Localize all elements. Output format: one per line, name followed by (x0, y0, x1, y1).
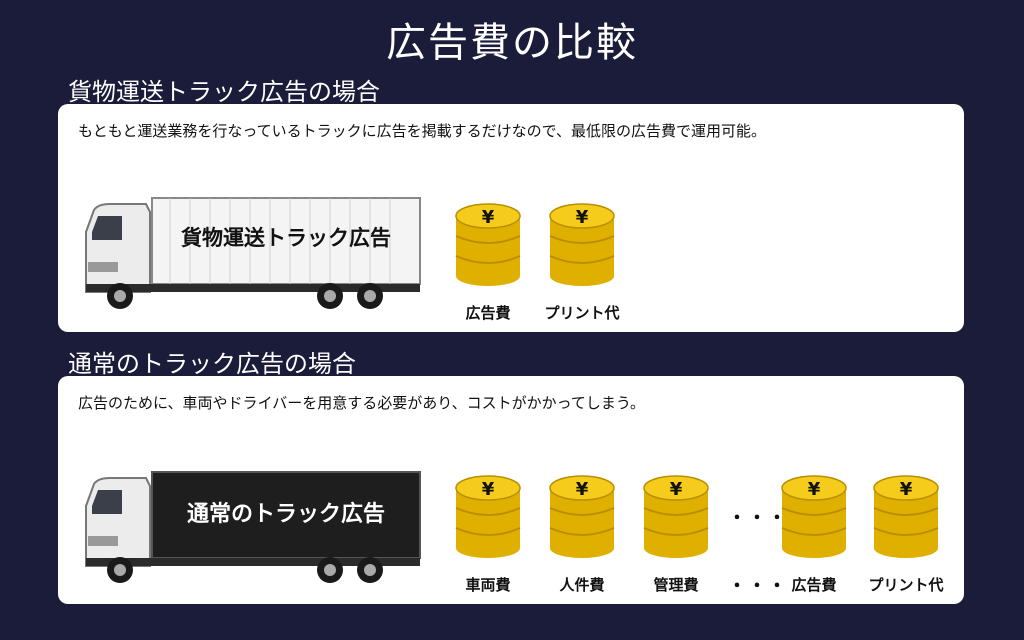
panel-description: 広告のために、車両やドライバーを用意する必要があり、コストがかかってしまう。 (78, 394, 646, 412)
section-heading-normal: 通常のトラック広告の場合 (68, 350, 356, 378)
cost-label: 管理費 (653, 576, 699, 594)
svg-text:¥: ¥ (576, 479, 589, 500)
section-heading-freight: 貨物運送トラック広告の場合 (68, 78, 380, 106)
svg-text:¥: ¥ (808, 479, 821, 500)
svg-text:¥: ¥ (576, 207, 589, 228)
yen-coin-stack-icon: ¥ (455, 475, 521, 558)
white-truck-image (85, 197, 421, 309)
yen-coin-stack-icon: ¥ (455, 203, 521, 286)
black-truck-image (85, 471, 421, 583)
cost-label: 車両費 (465, 576, 511, 594)
panel-normal-truck: 広告のために、車両やドライバーを用意する必要があり、コストがかかってしまう。 通… (58, 376, 964, 604)
svg-text:¥: ¥ (482, 479, 495, 500)
panel-description: もともと運送業務を行なっているトラックに広告を掲載するだけなので、最低限の広告費… (78, 122, 767, 140)
svg-text:¥: ¥ (900, 479, 913, 500)
yen-coin-stack-icon: ¥ (781, 475, 847, 558)
truck-ad-label-freight: 貨物運送トラック広告 (181, 226, 391, 250)
cost-label: プリント代 (868, 576, 944, 594)
truck-ad-label-normal: 通常のトラック広告 (186, 502, 385, 527)
ellipsis-icon: ・・・ (728, 576, 788, 597)
ellipsis-icon: ・・・ (728, 508, 788, 529)
yen-coin-stack-icon: ¥ (549, 475, 615, 558)
yen-coin-stack-icon: ¥ (549, 203, 615, 286)
svg-text:¥: ¥ (482, 207, 495, 228)
yen-coin-stack-icon: ¥ (873, 475, 939, 558)
cost-label: 広告費 (465, 304, 511, 322)
yen-coin-stack-icon: ¥ (643, 475, 709, 558)
cost-label: 広告費 (791, 576, 837, 594)
panel-freight-truck: もともと運送業務を行なっているトラックに広告を掲載するだけなので、最低限の広告費… (58, 104, 964, 332)
page-title: 広告費の比較 (386, 20, 638, 66)
cost-label: プリント代 (544, 304, 620, 322)
cost-label: 人件費 (559, 576, 605, 594)
svg-text:¥: ¥ (670, 479, 683, 500)
